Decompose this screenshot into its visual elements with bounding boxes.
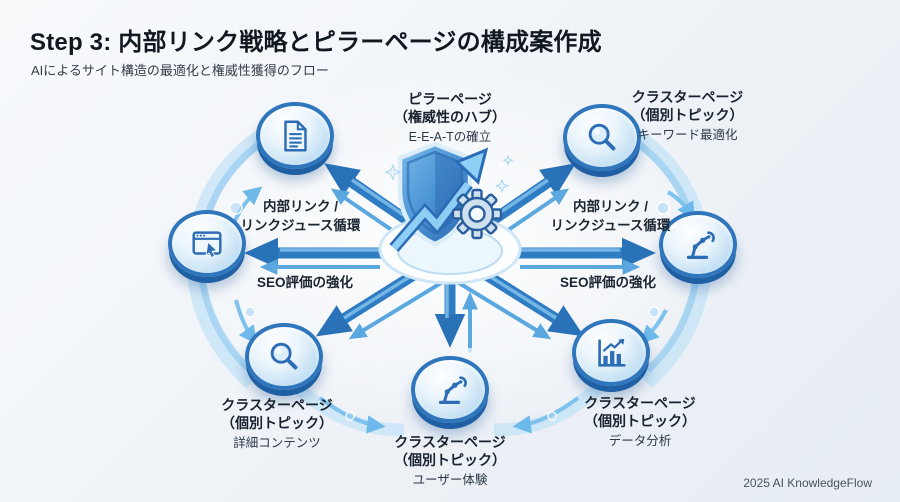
node-bottom-center-robot-arm (411, 356, 489, 430)
label-top-right-cluster: クラスターページ （個別トピック） キーワード最適化 (595, 88, 780, 143)
cluster-role: （個別トピック） (584, 413, 696, 430)
cluster-detail: キーワード最適化 (637, 127, 738, 142)
edge-label-left-seo: SEO評価の強化 (225, 274, 385, 293)
cluster-detail: データ分析 (608, 433, 672, 448)
edge-text: 内部リンク / (572, 199, 648, 214)
robot-arm-icon (438, 375, 467, 404)
shield-growth-gear-icon (384, 141, 514, 252)
sparkle-icon (384, 154, 514, 194)
cluster-role: （個別トピック） (394, 452, 506, 469)
bar-chart-icon (598, 338, 626, 367)
cluster-detail: ユーザー体験 (412, 472, 488, 487)
edge-label-left-link: 内部リンク / リンクジュース循環 (208, 198, 393, 236)
label-bottom-right-cluster: クラスターページ （個別トピック） データ分析 (550, 394, 730, 449)
node-top-right-magnifier (563, 104, 641, 178)
page-title: Step 3: 内部リンク戦略とピラーページの構成案作成 (30, 29, 602, 56)
edge-label-right-seo: SEO評価の強化 (528, 274, 688, 293)
cluster-role: （個別トピック） (221, 415, 333, 432)
edge-text: リンクジュース循環 (550, 217, 671, 233)
edge-label-right-link: 内部リンク / リンクジュース循環 (518, 198, 703, 236)
magnifier-icon (588, 123, 616, 150)
cluster-name: クラスターページ (584, 395, 696, 411)
node-bottom-left-magnifier (245, 323, 323, 397)
cluster-name: クラスターページ (221, 397, 333, 413)
browser-cursor-icon (192, 230, 222, 258)
hub-name: ピラーページ (408, 91, 492, 107)
hub-role: （権威性のハブ） (394, 109, 506, 126)
credit-text: 2025 AI KnowledgeFlow (743, 476, 872, 490)
hub-label: ピラーページ （権威性のハブ） E-E-A-Tの確立 (360, 90, 540, 145)
label-bottom-left-cluster: クラスターページ （個別トピック） 詳細コンテンツ (187, 396, 367, 451)
robot-arm-icon (686, 230, 715, 259)
hub-detail: E-E-A-Tの確立 (408, 129, 492, 144)
edge-text: リンクジュース循環 (240, 217, 361, 233)
edge-text: SEO評価の強化 (256, 275, 353, 290)
edge-text: 内部リンク / (262, 199, 338, 214)
node-left-browser (168, 210, 246, 284)
cluster-name: クラスターページ (394, 434, 506, 450)
cluster-detail: 詳細コンテンツ (233, 435, 321, 450)
document-icon (284, 120, 307, 151)
node-bottom-right-bar-chart (572, 319, 650, 393)
node-top-left-document (256, 102, 334, 176)
magnifier-icon (270, 342, 298, 369)
label-bottom-center-cluster: クラスターページ （個別トピック） ユーザー体験 (360, 433, 540, 488)
cluster-role: （個別トピック） (631, 107, 744, 124)
cluster-name: クラスターページ (631, 89, 744, 105)
node-right-robot-arm (659, 211, 737, 285)
gear-icon (451, 188, 503, 240)
edge-text: SEO評価の強化 (559, 275, 656, 290)
page-subtitle: AIによるサイト構造の最適化と権威性獲得のフロー (31, 63, 329, 78)
